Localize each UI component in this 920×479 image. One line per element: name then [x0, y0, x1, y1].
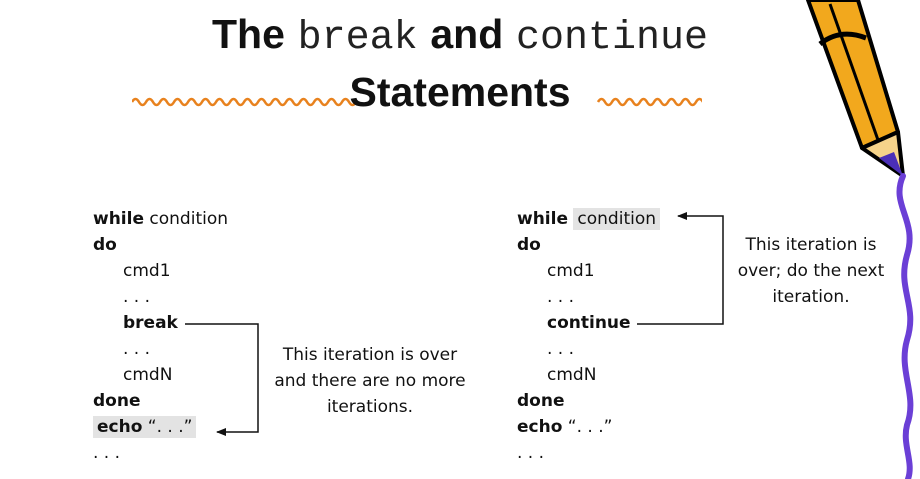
continue-keyword: continue	[547, 313, 631, 333]
break-arrow-icon	[185, 323, 259, 436]
continue-arrow-icon	[637, 212, 724, 325]
done-keyword: done	[93, 391, 141, 411]
purple-scribble-line	[896, 173, 914, 479]
ellipsis-text: . . .	[547, 287, 575, 307]
left-code-block: while condition do cmd1 . . . break . . …	[93, 206, 228, 466]
echo-keyword: echo	[517, 417, 563, 437]
right-note: This iteration is over; do the next iter…	[736, 232, 886, 310]
ellipsis-text: . . .	[517, 443, 545, 463]
echo-highlight: echo “. . .”	[93, 416, 197, 438]
echo-keyword: echo	[97, 417, 143, 437]
pencil-clipart-icon	[806, 0, 905, 178]
cmdN-text: cmdN	[123, 365, 173, 385]
title-code-continue: continue	[515, 16, 709, 61]
while-keyword: while	[93, 209, 144, 229]
do-keyword: do	[93, 235, 117, 255]
ellipsis-text: . . .	[123, 287, 151, 307]
slide-title-line-2: Statements	[349, 69, 571, 115]
title-word-the: The	[211, 11, 285, 57]
note-line: This iteration is	[745, 235, 877, 255]
cmd1-text: cmd1	[547, 261, 595, 281]
ellipsis-text: . . .	[93, 443, 121, 463]
code-line: echo “. . .”	[93, 414, 228, 440]
note-line: over; do the next	[737, 261, 885, 281]
note-line: iteration.	[772, 287, 850, 307]
title-squiggle-underline	[132, 97, 702, 107]
code-line: while condition	[93, 206, 228, 232]
cmd1-text: cmd1	[123, 261, 171, 281]
cmdN-text: cmdN	[547, 365, 597, 385]
condition-text: condition	[149, 209, 229, 229]
right-code-block: while condition do cmd1 . . . continue .…	[517, 206, 661, 466]
left-note: This iteration is over and there are no …	[262, 342, 478, 420]
ellipsis-text: . . .	[547, 339, 575, 359]
note-line: iterations.	[326, 397, 414, 417]
condition-highlight: condition	[573, 208, 661, 230]
code-line: while condition	[517, 206, 661, 232]
note-line: and there are no more	[274, 371, 466, 391]
echo-argument: “. . .”	[147, 417, 193, 437]
title-code-break: break	[297, 16, 418, 61]
echo-argument: “. . .”	[567, 417, 613, 437]
title-word-and: and	[430, 11, 504, 57]
break-keyword: break	[123, 313, 178, 333]
code-line: echo “. . .”	[517, 414, 660, 440]
ellipsis-text: . . .	[123, 339, 151, 359]
while-keyword: while	[517, 209, 568, 229]
do-keyword: do	[517, 235, 541, 255]
note-line: This iteration is over	[282, 345, 458, 365]
done-keyword: done	[517, 391, 565, 411]
slide-title-line-1: The break and continue	[0, 8, 920, 65]
